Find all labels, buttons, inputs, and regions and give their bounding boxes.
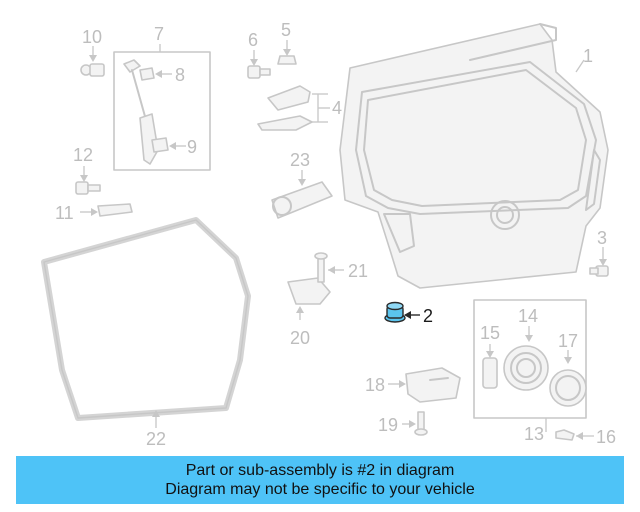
callout-12: 12 [73, 145, 93, 165]
part-18-latch [388, 367, 461, 403]
part-1-liftgate [339, 23, 609, 289]
part-13-handle-assembly [473, 299, 587, 432]
callout-15: 15 [480, 323, 500, 343]
callout-10: 10 [82, 27, 102, 47]
callout-2: 2 [423, 306, 433, 326]
part-10-ball-stud [80, 46, 105, 77]
part-15-lock-cylinder [482, 344, 498, 389]
banner-line-1: Part or sub-assembly is #2 in diagram [185, 462, 455, 479]
part-8-clip [139, 67, 172, 81]
callout-20: 20 [290, 328, 310, 348]
parts-diagram: 1 2 3 4 5 6 [41, 20, 616, 449]
part-12-bolt [75, 166, 101, 195]
callout-11: 11 [55, 203, 74, 223]
part-21-screw [314, 252, 344, 283]
part-20-striker [287, 277, 331, 320]
callout-13: 13 [524, 424, 544, 444]
part-4-hinge [257, 85, 330, 131]
part-17-emblem [549, 350, 587, 407]
callout-1: 1 [583, 46, 593, 66]
part-11-bracket [80, 203, 133, 217]
callout-6: 6 [248, 30, 258, 50]
part-23-guide [271, 170, 333, 219]
callout-4: 4 [332, 98, 342, 118]
part-14-handle [503, 326, 549, 391]
callout-8: 8 [175, 65, 185, 85]
callout-22: 22 [146, 429, 166, 449]
callout-21: 21 [348, 261, 368, 281]
part-2-bump-stop [384, 301, 420, 323]
callout-3: 3 [597, 228, 607, 248]
part-19-screw [402, 411, 428, 436]
part-6-bolt [247, 50, 271, 79]
callout-9: 9 [187, 137, 197, 157]
part-9-clip [151, 137, 186, 153]
callout-16: 16 [596, 427, 616, 447]
part-16-screw [555, 429, 594, 441]
callout-23: 23 [290, 150, 310, 170]
callout-7: 7 [154, 24, 164, 44]
callout-14: 14 [518, 306, 538, 326]
callout-18: 18 [365, 375, 385, 395]
callout-17: 17 [558, 331, 578, 351]
part-22-weatherstrip [41, 217, 251, 428]
banner-line-2: Diagram may not be specific to your vehi… [165, 481, 475, 498]
callout-19: 19 [378, 415, 398, 435]
part-3-bolt [589, 247, 609, 277]
callout-5: 5 [281, 20, 291, 40]
parts-diagram-svg: 1 2 3 4 5 6 [41, 20, 616, 449]
part-5-nut [277, 40, 297, 65]
info-banner: Part or sub-assembly is #2 in diagram Di… [16, 456, 624, 504]
